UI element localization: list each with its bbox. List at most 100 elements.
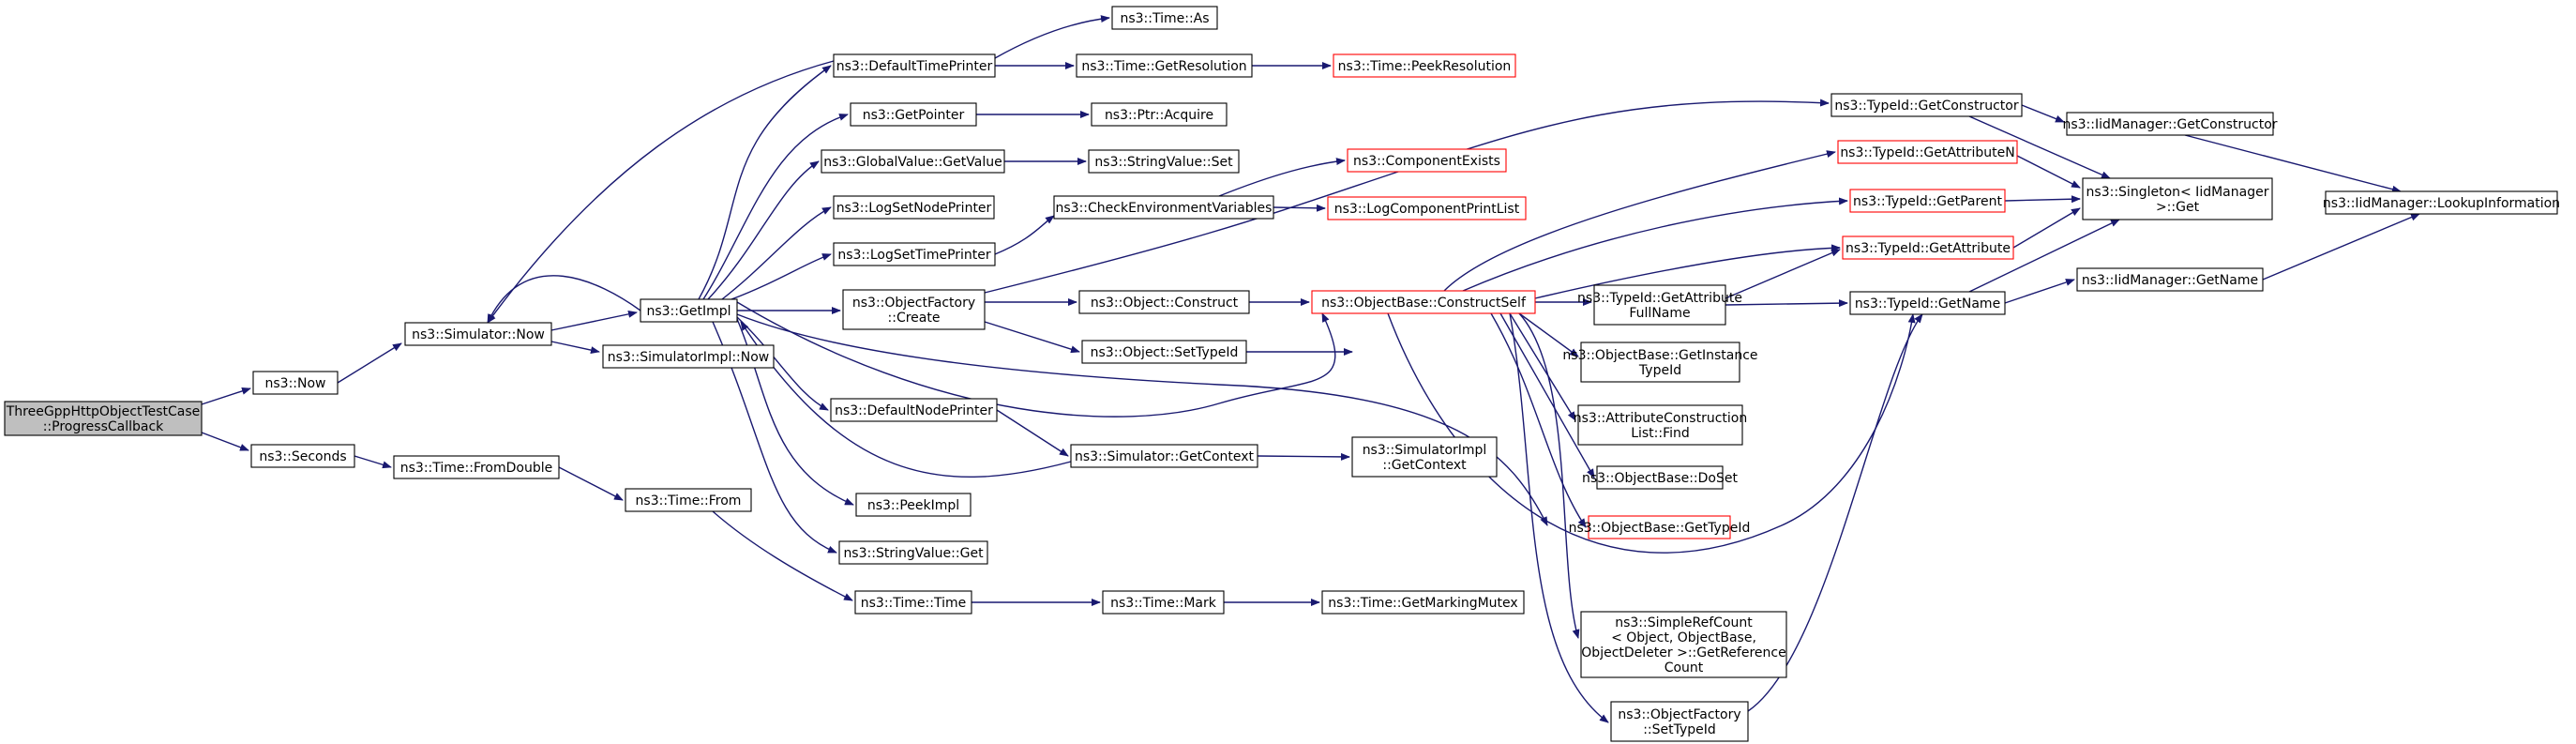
node-of-settypeid[interactable]: ns3::ObjectFactory::SetTypeId	[1610, 701, 1749, 742]
edge-ob_constructself-to-of_settypeid	[1509, 312, 1609, 723]
edge-iid_getname-to-iid_lookupinfo	[2262, 213, 2420, 281]
node-log-comp-print[interactable]: ns3::LogComponentPrintList	[1327, 196, 1527, 220]
node-obj-settypeid[interactable]: ns3::Object::SetTypeId	[1081, 340, 1247, 364]
node-box	[1321, 590, 1525, 615]
edge-typeid_getname-to-singleton_get	[1968, 219, 2120, 293]
node-box	[625, 488, 752, 512]
node-time-getres[interactable]: ns3::Time::GetResolution	[1076, 53, 1253, 78]
node-box	[252, 371, 339, 395]
node-box	[2066, 112, 2274, 136]
node-sv-set[interactable]: ns3::StringValue::Set	[1088, 149, 1240, 174]
node-sim-getcontext[interactable]: ns3::Simulator::GetContext	[1070, 444, 1258, 468]
node-simimpl-now[interactable]: ns3::SimulatorImpl::Now	[602, 344, 775, 369]
edge-sim_now-to-simimpl_now	[550, 341, 600, 355]
node-obj-construct[interactable]: ns3::Object::Construct	[1078, 290, 1250, 314]
node-box	[830, 398, 998, 422]
node-time-peekres[interactable]: ns3::Time::PeekResolution	[1333, 53, 1516, 78]
edge-def_time_printer-to-sim_now	[487, 60, 835, 324]
edge-ob_constructself-to-ob_gettypeid	[1490, 312, 1587, 528]
node-label: ns3::TypeId::GetName	[1855, 296, 2000, 311]
node-log-set-node[interactable]: ns3::LogSetNodePrinter	[833, 195, 995, 220]
node-iid-getname[interactable]: ns3::IidManager::GetName	[2076, 267, 2264, 292]
node-label: ns3::GlobalValue::GetValue	[823, 155, 1002, 170]
node-time-time[interactable]: ns3::Time::Time	[854, 590, 972, 615]
edge-getimpl-to-ob_gettypeid	[736, 313, 1548, 526]
edge-sim_getcontext-to-simimpl_getcontext	[1257, 452, 1350, 461]
node-def-time-printer[interactable]: ns3::DefaultTimePrinter	[833, 53, 996, 78]
node-label: ns3::ObjectBase::DoSet	[1582, 471, 1738, 486]
node-box	[850, 102, 977, 127]
node-ptr-acquire[interactable]: ns3::Ptr::Acquire	[1091, 102, 1228, 127]
node-ob-doset[interactable]: ns3::ObjectBase::DoSet	[1582, 465, 1738, 490]
node-label: ns3::LogComponentPrintList	[1334, 202, 1520, 217]
edge-typeid_getconstructor-to-singleton_get	[1968, 115, 2111, 179]
node-comp-exists[interactable]: ns3::ComponentExists	[1347, 148, 1507, 173]
node-label: ns3::Time::GetResolution	[1081, 59, 1246, 74]
node-label: ns3::StringValue::Set	[1094, 155, 1233, 170]
node-label: ns3::IidManager::LookupInformation	[2323, 196, 2560, 211]
node-typeid-getparent[interactable]: ns3::TypeId::GetParent	[1849, 189, 2006, 213]
node-ob-constructself[interactable]: ns3::ObjectBase::ConstructSelf	[1311, 290, 1536, 314]
node-check-env[interactable]: ns3::CheckEnvironmentVariables	[1053, 195, 1274, 220]
edge-iid_getconstructor-to-iid_lookupinfo	[2184, 134, 2402, 193]
node-box	[1091, 102, 1228, 127]
node-box	[250, 444, 355, 468]
node-iid-getconstructor[interactable]: ns3::IidManager::GetConstructor	[2062, 112, 2278, 136]
node-box	[1351, 436, 1498, 478]
edge-typeid_getattribute-to-singleton_get	[2012, 207, 2081, 249]
node-box	[602, 344, 775, 369]
node-singleton-get[interactable]: ns3::Singleton< IidManager >::Get	[2082, 177, 2273, 220]
node-box	[1837, 140, 2018, 164]
node-label: ns3::TypeId::GetAttribute	[1845, 241, 2011, 256]
node-log-set-time[interactable]: ns3::LogSetTimePrinter	[833, 242, 996, 266]
node-time-from-double[interactable]: ns3::Time::FromDouble	[393, 455, 560, 479]
node-box	[1111, 6, 1218, 30]
node-sv-get[interactable]: ns3::StringValue::Get	[838, 540, 988, 565]
node-peekimpl[interactable]: ns3::PeekImpl	[855, 493, 972, 517]
node-box	[833, 53, 996, 78]
node-box	[838, 540, 988, 565]
node-label: TypeId	[1638, 363, 1681, 378]
edge-def_time_printer-to-time_as	[994, 15, 1110, 59]
node-label: ns3::Object::SetTypeId	[1091, 345, 1239, 360]
node-typeid-getattrn[interactable]: ns3::TypeId::GetAttributeN	[1837, 140, 2018, 164]
node-box	[1081, 340, 1247, 364]
node-typeid-getconstructor[interactable]: ns3::TypeId::GetConstructor	[1830, 93, 2023, 117]
node-iid-lookupinfo[interactable]: ns3::IidManager::LookupInformation	[2323, 190, 2560, 215]
node-box	[1333, 53, 1516, 78]
node-time-as[interactable]: ns3::Time::As	[1111, 6, 1218, 30]
node-ob-gettypeid[interactable]: ns3::ObjectBase::GetTypeId	[1569, 515, 1751, 539]
edge-sim_getcontext-to-getimpl	[740, 321, 1072, 478]
node-time-mark[interactable]: ns3::Time::Mark	[1102, 590, 1225, 615]
node-getpointer[interactable]: ns3::GetPointer	[850, 102, 977, 127]
edge-typeid_getattrfullname-to-typeid_getname	[1725, 299, 1848, 308]
node-getimpl[interactable]: ns3::GetImpl	[640, 298, 738, 323]
function-nodes: ThreeGppHttpObjectTestCase::ProgressCall…	[4, 6, 2560, 742]
node-of-create[interactable]: ns3::ObjectFactory::Create	[842, 289, 986, 330]
node-seconds[interactable]: ns3::Seconds	[250, 444, 355, 468]
node-root[interactable]: ThreeGppHttpObjectTestCase::ProgressCall…	[4, 401, 203, 436]
node-label: List::Find	[1631, 426, 1690, 441]
edge-ob_constructself-to-typeid_getattrn	[1443, 150, 1836, 292]
node-now[interactable]: ns3::Now	[252, 371, 339, 395]
node-srefcount[interactable]: ns3::SimpleRefCount< Object, ObjectBase,…	[1580, 611, 1787, 678]
node-box	[855, 493, 972, 517]
edge-root-to-seconds	[201, 432, 249, 451]
node-gv-getvalue[interactable]: ns3::GlobalValue::GetValue	[821, 149, 1005, 174]
node-time-getmarkingmutex[interactable]: ns3::Time::GetMarkingMutex	[1321, 590, 1525, 615]
node-sim-now[interactable]: ns3::Simulator::Now	[404, 322, 552, 346]
node-box	[1347, 148, 1507, 173]
node-simimpl-getcontext[interactable]: ns3::SimulatorImpl::GetContext	[1351, 436, 1498, 478]
edge-getimpl-to-gv_getvalue	[707, 160, 820, 300]
node-def-node-printer[interactable]: ns3::DefaultNodePrinter	[830, 398, 998, 422]
node-time-from[interactable]: ns3::Time::From	[625, 488, 752, 512]
node-label: ns3::TypeId::GetConstructor	[1834, 99, 2018, 114]
node-box	[833, 195, 995, 220]
node-box	[833, 242, 996, 266]
node-box	[1596, 465, 1724, 490]
node-typeid-getname[interactable]: ns3::TypeId::GetName	[1849, 291, 2006, 315]
node-typeid-getattribute[interactable]: ns3::TypeId::GetAttribute	[1842, 235, 2014, 260]
